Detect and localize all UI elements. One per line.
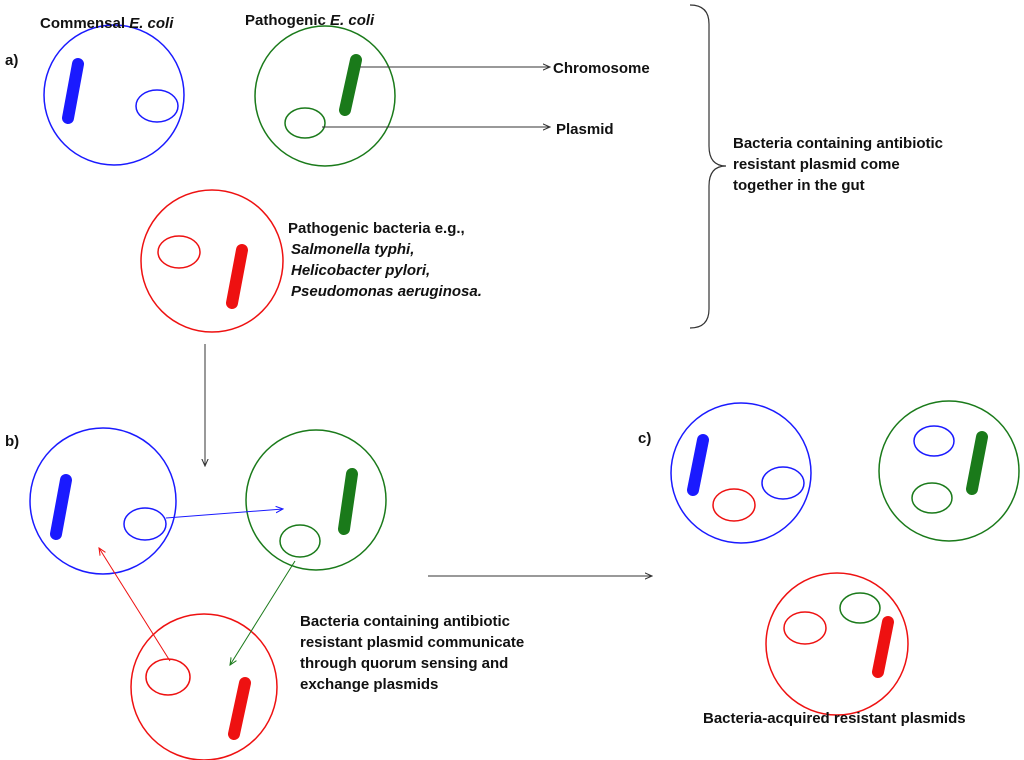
c-pathogenic-bacteria-membrane: [765, 572, 909, 716]
pathogenic-bacteria-plasmid: [157, 235, 201, 269]
pathogenic-bacteria-chromosome: [226, 244, 248, 309]
gut-grouping-caption: Bacteria containing antibiotic resistant…: [733, 135, 944, 194]
b-pathogenic-ecoli-plasmid: [279, 524, 321, 558]
panel-a-label: a): [5, 52, 19, 69]
b-commensal-chromosome: [50, 474, 72, 540]
panel-b-commensal-cell: [29, 427, 177, 575]
b-pathogenic-bacteria-membrane: [130, 613, 278, 760]
c-pathogenic-ecoli-green-plasmid: [911, 482, 953, 514]
c-pathogenic-ecoli-chromosome: [966, 431, 988, 495]
panel-a-pathogenic-bacteria-cell: [140, 189, 284, 333]
b-pathogenic-bacteria-plasmid: [145, 658, 191, 696]
chromosome-label: Chromosome: [553, 60, 650, 77]
pathogenic-bacteria-examples: Pathogenic bacteria e.g., Salmonella typ…: [288, 218, 482, 302]
panel-c-pathogenic-bacteria-cell: [765, 572, 909, 716]
quorum-sensing-caption: Bacteria containing antibiotic resistant…: [300, 613, 525, 693]
b-commensal-plasmid: [123, 507, 167, 541]
commensal-ecoli-title: Commensal E. coli: [40, 15, 174, 32]
c-pathogenic-ecoli-membrane: [878, 400, 1020, 542]
commensal-plasmid: [135, 89, 179, 123]
pathogenic-ecoli-membrane: [254, 25, 396, 167]
c-pathogenic-bacteria-chromosome: [872, 616, 894, 678]
example-helicobacter: Helicobacter pylori,: [291, 262, 431, 279]
b-pathogenic-bacteria-chromosome: [228, 677, 251, 740]
panel-b-pathogenic-ecoli-cell: [245, 429, 387, 571]
commensal-cell-membrane: [43, 24, 185, 166]
panel-c-commensal-cell: [670, 402, 812, 544]
pathogenic-bacteria-membrane: [140, 189, 284, 333]
c-pathogenic-bacteria-red-plasmid: [783, 611, 827, 645]
blue-plasmid-transfer-arrow: [165, 509, 283, 519]
red-plasmid-transfer-arrow: [99, 548, 171, 662]
example-pseudomonas: Pseudomonas aeruginosa.: [291, 283, 482, 300]
b-pathogenic-ecoli-membrane: [245, 429, 387, 571]
c-commensal-blue-plasmid: [761, 466, 805, 500]
c-commensal-red-plasmid: [712, 488, 756, 522]
acquired-plasmids-caption: Bacteria-acquired resistant plasmids: [703, 710, 966, 727]
green-plasmid-transfer-arrow: [230, 560, 296, 665]
c-commensal-membrane: [670, 402, 812, 544]
c-commensal-chromosome: [687, 434, 709, 496]
pathogenic-bacteria-intro: Pathogenic bacteria e.g.,: [288, 220, 465, 237]
b-commensal-membrane: [29, 427, 177, 575]
c-pathogenic-bacteria-green-plasmid: [839, 592, 881, 624]
b-pathogenic-ecoli-chromosome: [338, 468, 358, 535]
grouping-brace: [689, 4, 727, 329]
panel-c-pathogenic-ecoli-cell: [878, 400, 1020, 542]
pathogenic-ecoli-title: Pathogenic E. coli: [245, 12, 375, 29]
panel-a-commensal-cell: [43, 24, 185, 166]
commensal-chromosome: [62, 58, 84, 124]
panel-a-pathogenic-ecoli-cell: [254, 25, 396, 167]
pathogenic-ecoli-plasmid: [284, 107, 326, 139]
pathogenic-ecoli-chromosome: [339, 54, 362, 116]
plasmid-label: Plasmid: [556, 121, 614, 138]
example-salmonella: Salmonella typhi,: [291, 241, 415, 258]
c-pathogenic-ecoli-blue-plasmid: [913, 425, 955, 457]
panel-b-label: b): [5, 433, 20, 450]
panel-b-pathogenic-bacteria-cell: [130, 613, 278, 760]
panel-c-label: c): [638, 430, 652, 447]
